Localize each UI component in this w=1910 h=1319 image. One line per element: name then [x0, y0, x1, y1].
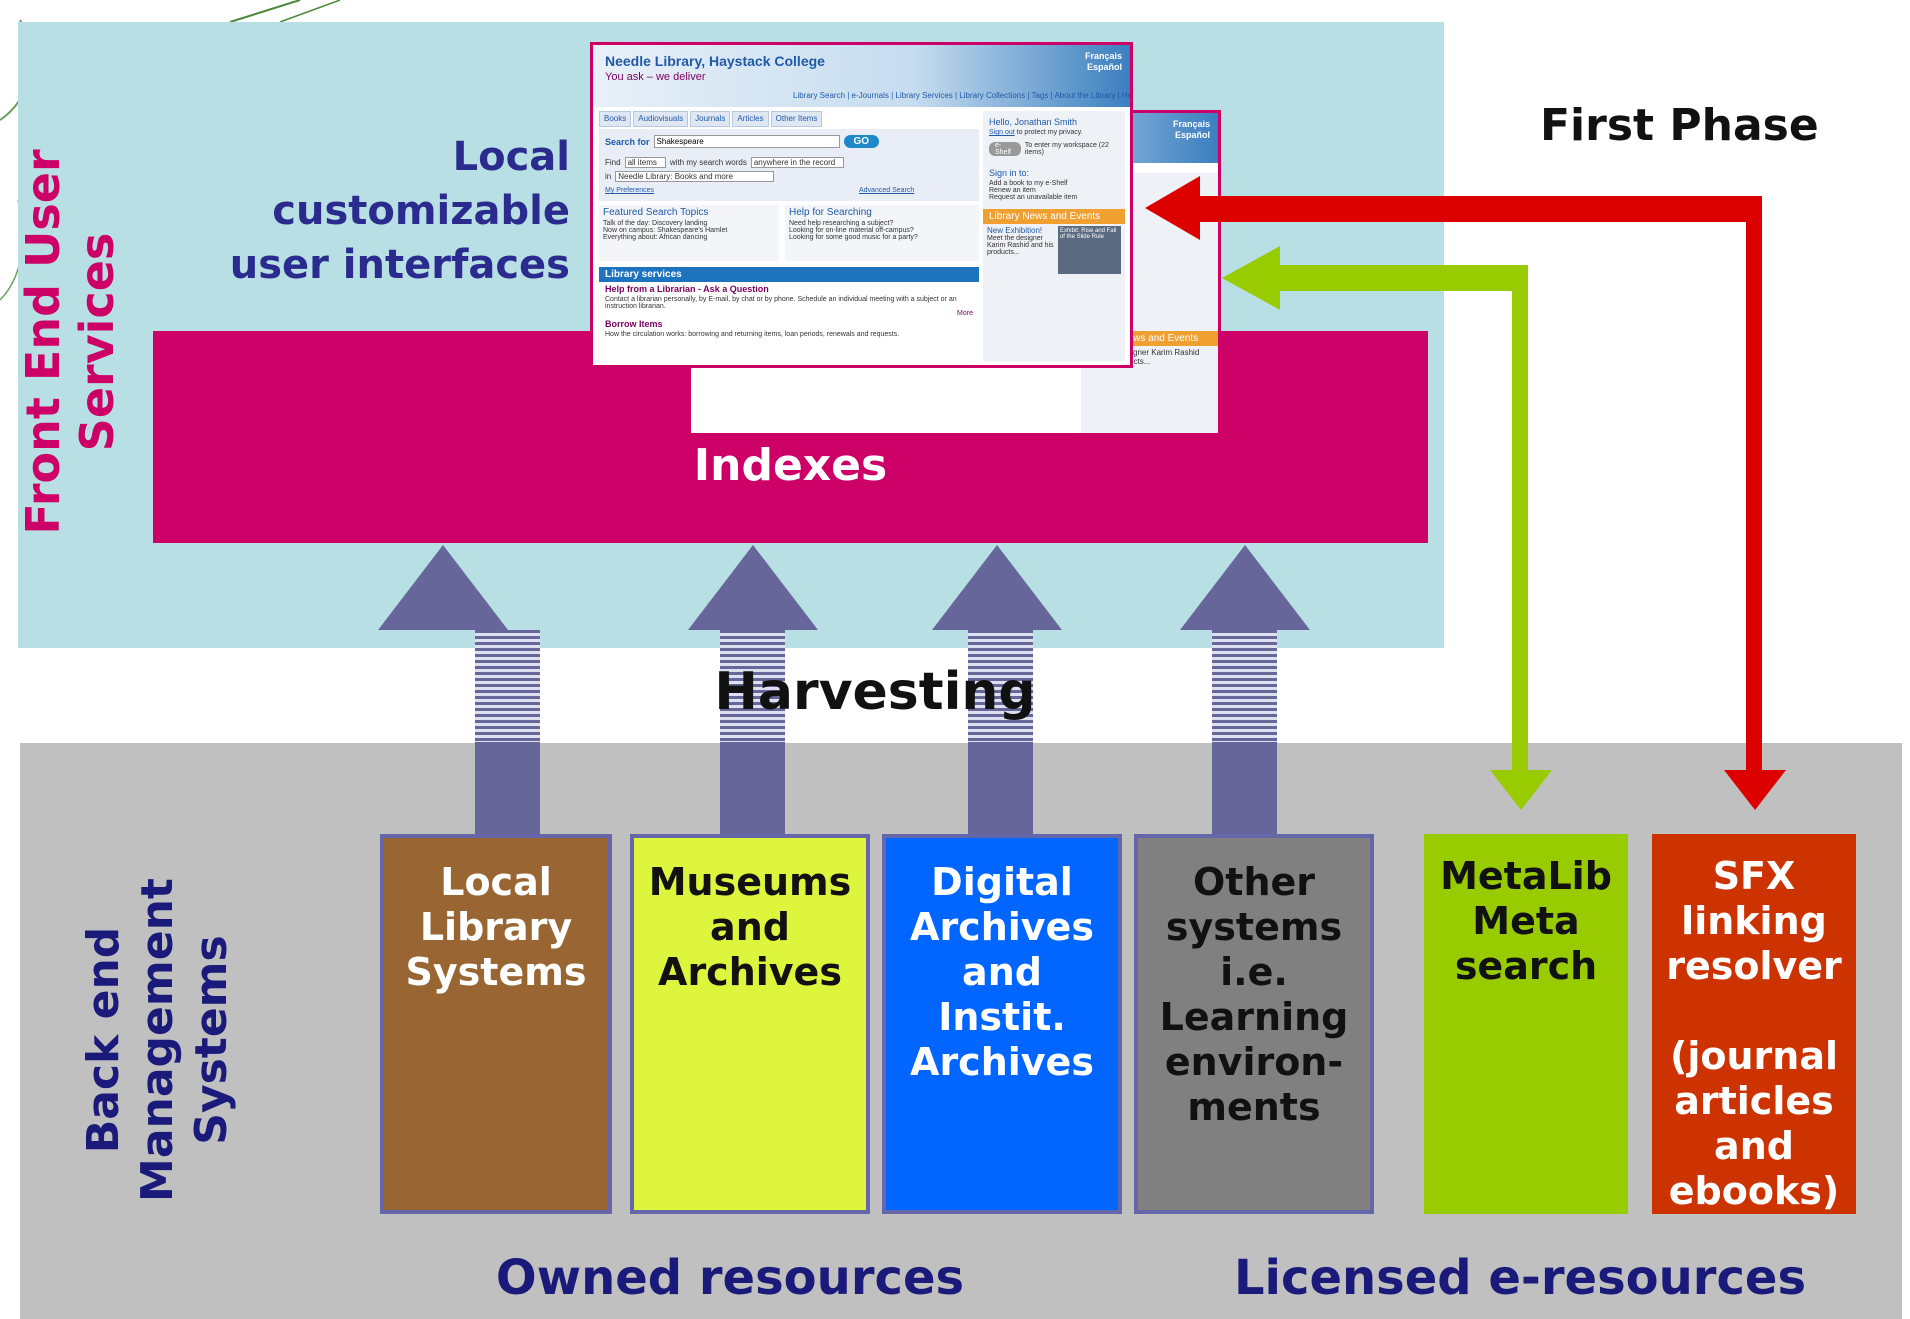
featured-panel: Featured Search Topics Talk of the day: …	[599, 205, 779, 261]
lcui-line1: Local customizable	[272, 134, 570, 234]
hello-text: Hello, Jonathan Smith	[989, 117, 1078, 127]
help-item[interactable]: Looking for some good music for a party?	[789, 234, 918, 241]
go-button[interactable]: GO	[843, 135, 880, 148]
sign-out-link[interactable]: Sign out	[989, 129, 1015, 136]
featured-title: Featured Search Topics	[603, 207, 709, 218]
search-area: Search for Shakespeare GO Find all items…	[599, 129, 979, 201]
sign-in-item[interactable]: Renew an item	[989, 187, 1036, 194]
other-systems-label: Other systems i.e. Learning environ- men…	[1159, 860, 1349, 1129]
sign-out-rest: to protect my privacy.	[1016, 129, 1083, 136]
local-library-systems-box: Local Library Systems	[380, 834, 612, 1214]
eshelf-button[interactable]: e-Shelf	[989, 142, 1021, 156]
lcui-label: Local customizable user interfaces	[150, 130, 570, 292]
digital-archives-box: Digital Archives and Instit. Archives	[882, 834, 1122, 1214]
harvest-arrow-1	[378, 545, 540, 836]
library-services-bar: Library services	[599, 267, 979, 282]
sfx-box: SFX linking resolver (journal articles a…	[1652, 834, 1856, 1214]
my-preferences-link[interactable]: My Preferences	[605, 187, 655, 194]
library-nav[interactable]: Library Search | e-Journals | Library Se…	[793, 91, 1133, 100]
help-panel: Help for Searching Need help researching…	[785, 205, 979, 261]
featured-item[interactable]: Now on campus: Shakespeare's Hamlet	[603, 227, 728, 234]
tab-books[interactable]: Books	[599, 111, 632, 127]
harvest-arrow-4	[1180, 545, 1310, 836]
news-bar: Library News and Events	[983, 209, 1125, 224]
harvest-arrow-3	[932, 545, 1062, 836]
borrow-text: How the circulation works: borrowing and…	[605, 331, 900, 338]
scope-select[interactable]: anywhere in the record	[750, 157, 845, 168]
search-tabs: Books Audiovisuals Journals Articles Oth…	[599, 111, 823, 127]
local-library-systems-label: Local Library Systems	[405, 860, 587, 994]
indexes-label: Indexes	[693, 440, 888, 491]
tab-journals[interactable]: Journals	[690, 111, 731, 127]
lcui-line2: user interfaces	[229, 242, 570, 288]
harvesting-label: Harvesting	[714, 662, 1036, 722]
library-subtitle: You ask – we deliver	[605, 71, 706, 83]
advanced-search-link[interactable]: Advanced Search	[859, 187, 915, 194]
help-title: Help for Searching	[789, 207, 872, 218]
tab-articles[interactable]: Articles	[732, 111, 769, 127]
featured-item[interactable]: Talk of the day: Discovery landing	[603, 220, 708, 227]
featured-item[interactable]: Everything about: African dancing	[603, 234, 708, 241]
exhibition-title[interactable]: New Exhibition!	[987, 226, 1043, 235]
ui-screenshot: Needle Library, Haystack College You ask…	[590, 42, 1133, 368]
museums-archives-label: Museums and Archives	[648, 860, 852, 994]
sign-in-title: Sign in to:	[989, 168, 1030, 178]
language-links-back: Français Español	[1172, 119, 1210, 140]
more-link[interactable]: More	[957, 310, 973, 317]
search-words-label: with my search words	[669, 158, 747, 167]
user-panel: Hello, Jonathan Smith Sign out to protec…	[983, 111, 1125, 361]
workspace-text: To enter my workspace (22 items)	[1024, 142, 1109, 156]
library-services-panel: Library services Help from a Librarian -…	[599, 267, 979, 338]
search-for-label: Search for	[605, 136, 650, 147]
help-item[interactable]: Looking for on-line material off-campus?	[789, 227, 914, 234]
library-select[interactable]: Needle Library: Books and more	[615, 171, 774, 182]
in-label: in	[605, 172, 612, 181]
language-links[interactable]: Français Español	[1084, 51, 1122, 72]
help-item[interactable]: Need help researching a subject?	[789, 220, 894, 227]
metasearch-arrow	[1222, 246, 1552, 810]
ask-title[interactable]: Help from a Librarian - Ask a Question	[605, 284, 769, 294]
digital-archives-label: Digital Archives and Instit. Archives	[910, 860, 1094, 1084]
other-systems-box: Other systems i.e. Learning environ- men…	[1134, 834, 1374, 1214]
sfx-label: SFX linking resolver (journal articles a…	[1666, 854, 1842, 1213]
search-input[interactable]: Shakespeare	[653, 135, 840, 148]
tab-audiovisuals[interactable]: Audiovisuals	[633, 111, 689, 127]
first-phase-label: First Phase	[1540, 100, 1819, 151]
find-label: Find	[605, 158, 621, 167]
metalib-box: MetaLib Meta search	[1424, 834, 1628, 1214]
borrow-title[interactable]: Borrow Items	[605, 319, 663, 329]
museums-archives-box: Museums and Archives	[630, 834, 870, 1214]
find-select[interactable]: all items	[624, 157, 666, 168]
harvest-arrow-2	[688, 545, 818, 836]
tab-other-items[interactable]: Other Items	[770, 111, 823, 127]
sign-in-item[interactable]: Add a book to my e-Shelf	[989, 180, 1068, 187]
owned-resources-label: Owned resources	[495, 1250, 965, 1306]
library-title: Needle Library, Haystack College	[605, 53, 825, 69]
linking-arrow	[1145, 176, 1786, 810]
exhibition-text: Meet the designer Karim Rashid and his p…	[987, 235, 1054, 256]
sign-in-item[interactable]: Request an unavailable item	[989, 194, 1078, 201]
ask-text: Contact a librarian personally, by E-mai…	[605, 296, 957, 310]
licensed-resources-label: Licensed e-resources	[1233, 1250, 1807, 1306]
exhibition-image[interactable]: Exhibit: Rise and Fall of the Slide Rule	[1057, 226, 1121, 274]
metalib-label: MetaLib Meta search	[1440, 854, 1612, 988]
